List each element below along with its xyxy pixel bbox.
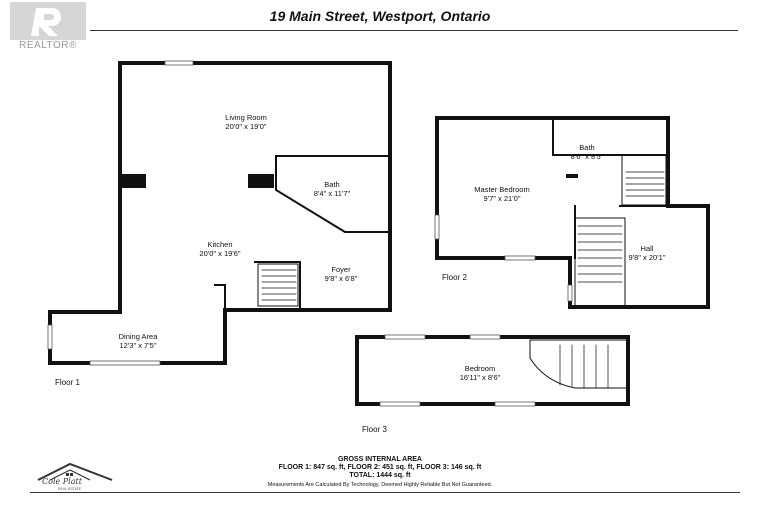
room-label-hall: Hall 9'8" x 20'1" [612, 244, 682, 262]
room-dims: 8'6" x 8'5" [570, 152, 604, 161]
floor3-label: Floor 3 [362, 425, 387, 434]
room-dims: 20'0" x 19'0" [225, 122, 267, 131]
room-dims: 16'11" x 8'6" [459, 373, 501, 382]
room-label-living: Living Room 20'0" x 19'0" [196, 113, 296, 131]
room-name: Living Room [225, 113, 267, 122]
room-name: Master Bedroom [474, 185, 530, 194]
room-label-master: Master Bedroom 9'7" x 21'0" [452, 185, 552, 203]
measurement-disclaimer: Measurements Are Calculated By Technolog… [267, 482, 493, 488]
floor2-stair-upper [621, 154, 667, 206]
room-name: Bedroom [464, 364, 496, 373]
room-dims: 9'7" x 21'0" [483, 194, 521, 203]
footer-divider [30, 492, 740, 493]
room-name: Kitchen [207, 240, 233, 249]
room-dims: 9'8" x 6'8" [324, 274, 358, 283]
page-title: 19 Main Street, Westport, Ontario [269, 8, 491, 24]
floor1-bath-wall [275, 155, 389, 233]
room-label-bath2: Bath 8'6" x 8'5" [552, 143, 622, 161]
brokerage-name: Cole Platt [42, 477, 82, 486]
floor1-stair [257, 263, 299, 307]
floor2-interior [552, 117, 669, 259]
floor1-label: Floor 1 [55, 378, 80, 387]
room-dims: 8'4" x 11'7" [313, 189, 351, 198]
room-label-bedroom: Bedroom 16'11" x 8'6" [435, 364, 525, 382]
realtor-r-icon [10, 2, 86, 40]
room-name: Foyer [331, 265, 351, 274]
room-label-kitchen: Kitchen 20'0" x 19'6" [170, 240, 270, 258]
room-dims: 9'8" x 20'1" [628, 253, 666, 262]
gross-area-block: GROSS INTERNAL AREA FLOOR 1: 847 sq. ft,… [170, 456, 590, 489]
room-name: Hall [640, 244, 654, 253]
realtor-logo: REALTOR® [4, 2, 88, 51]
room-label-foyer: Foyer 9'8" x 6'8" [296, 265, 386, 283]
room-dims: 12'3" x 7'5" [119, 341, 157, 350]
room-name: Bath [579, 143, 595, 152]
title-divider [90, 30, 738, 31]
brokerage-logo: Cole Platt REAL ESTATE [30, 462, 120, 492]
floor2-stair-lower [574, 217, 626, 307]
house-roof-icon [37, 462, 113, 481]
room-label-dining: Dining Area 12'3" x 7'5" [88, 332, 188, 350]
floor1-outline [48, 61, 392, 365]
floor3-outline [355, 335, 630, 406]
floor1-foyer-wall [214, 261, 301, 311]
gross-area-heading: GROSS INTERNAL AREA [337, 456, 422, 463]
gross-area-floors: FLOOR 1: 847 sq. ft, FLOOR 2: 451 sq. ft… [278, 464, 482, 471]
realtor-wordmark: REALTOR® [19, 40, 77, 51]
room-name: Dining Area [118, 332, 158, 341]
room-dims: 20'0" x 19'6" [199, 249, 241, 258]
floor3-stair [529, 339, 627, 389]
room-name: Bath [324, 180, 340, 189]
floor2-outline [435, 116, 710, 309]
brokerage-subtitle: REAL ESTATE [58, 487, 82, 491]
floor2-label: Floor 2 [442, 273, 467, 282]
room-label-bath1: Bath 8'4" x 11'7" [282, 180, 382, 198]
gross-area-total: TOTAL: 1444 sq. ft [349, 472, 411, 479]
